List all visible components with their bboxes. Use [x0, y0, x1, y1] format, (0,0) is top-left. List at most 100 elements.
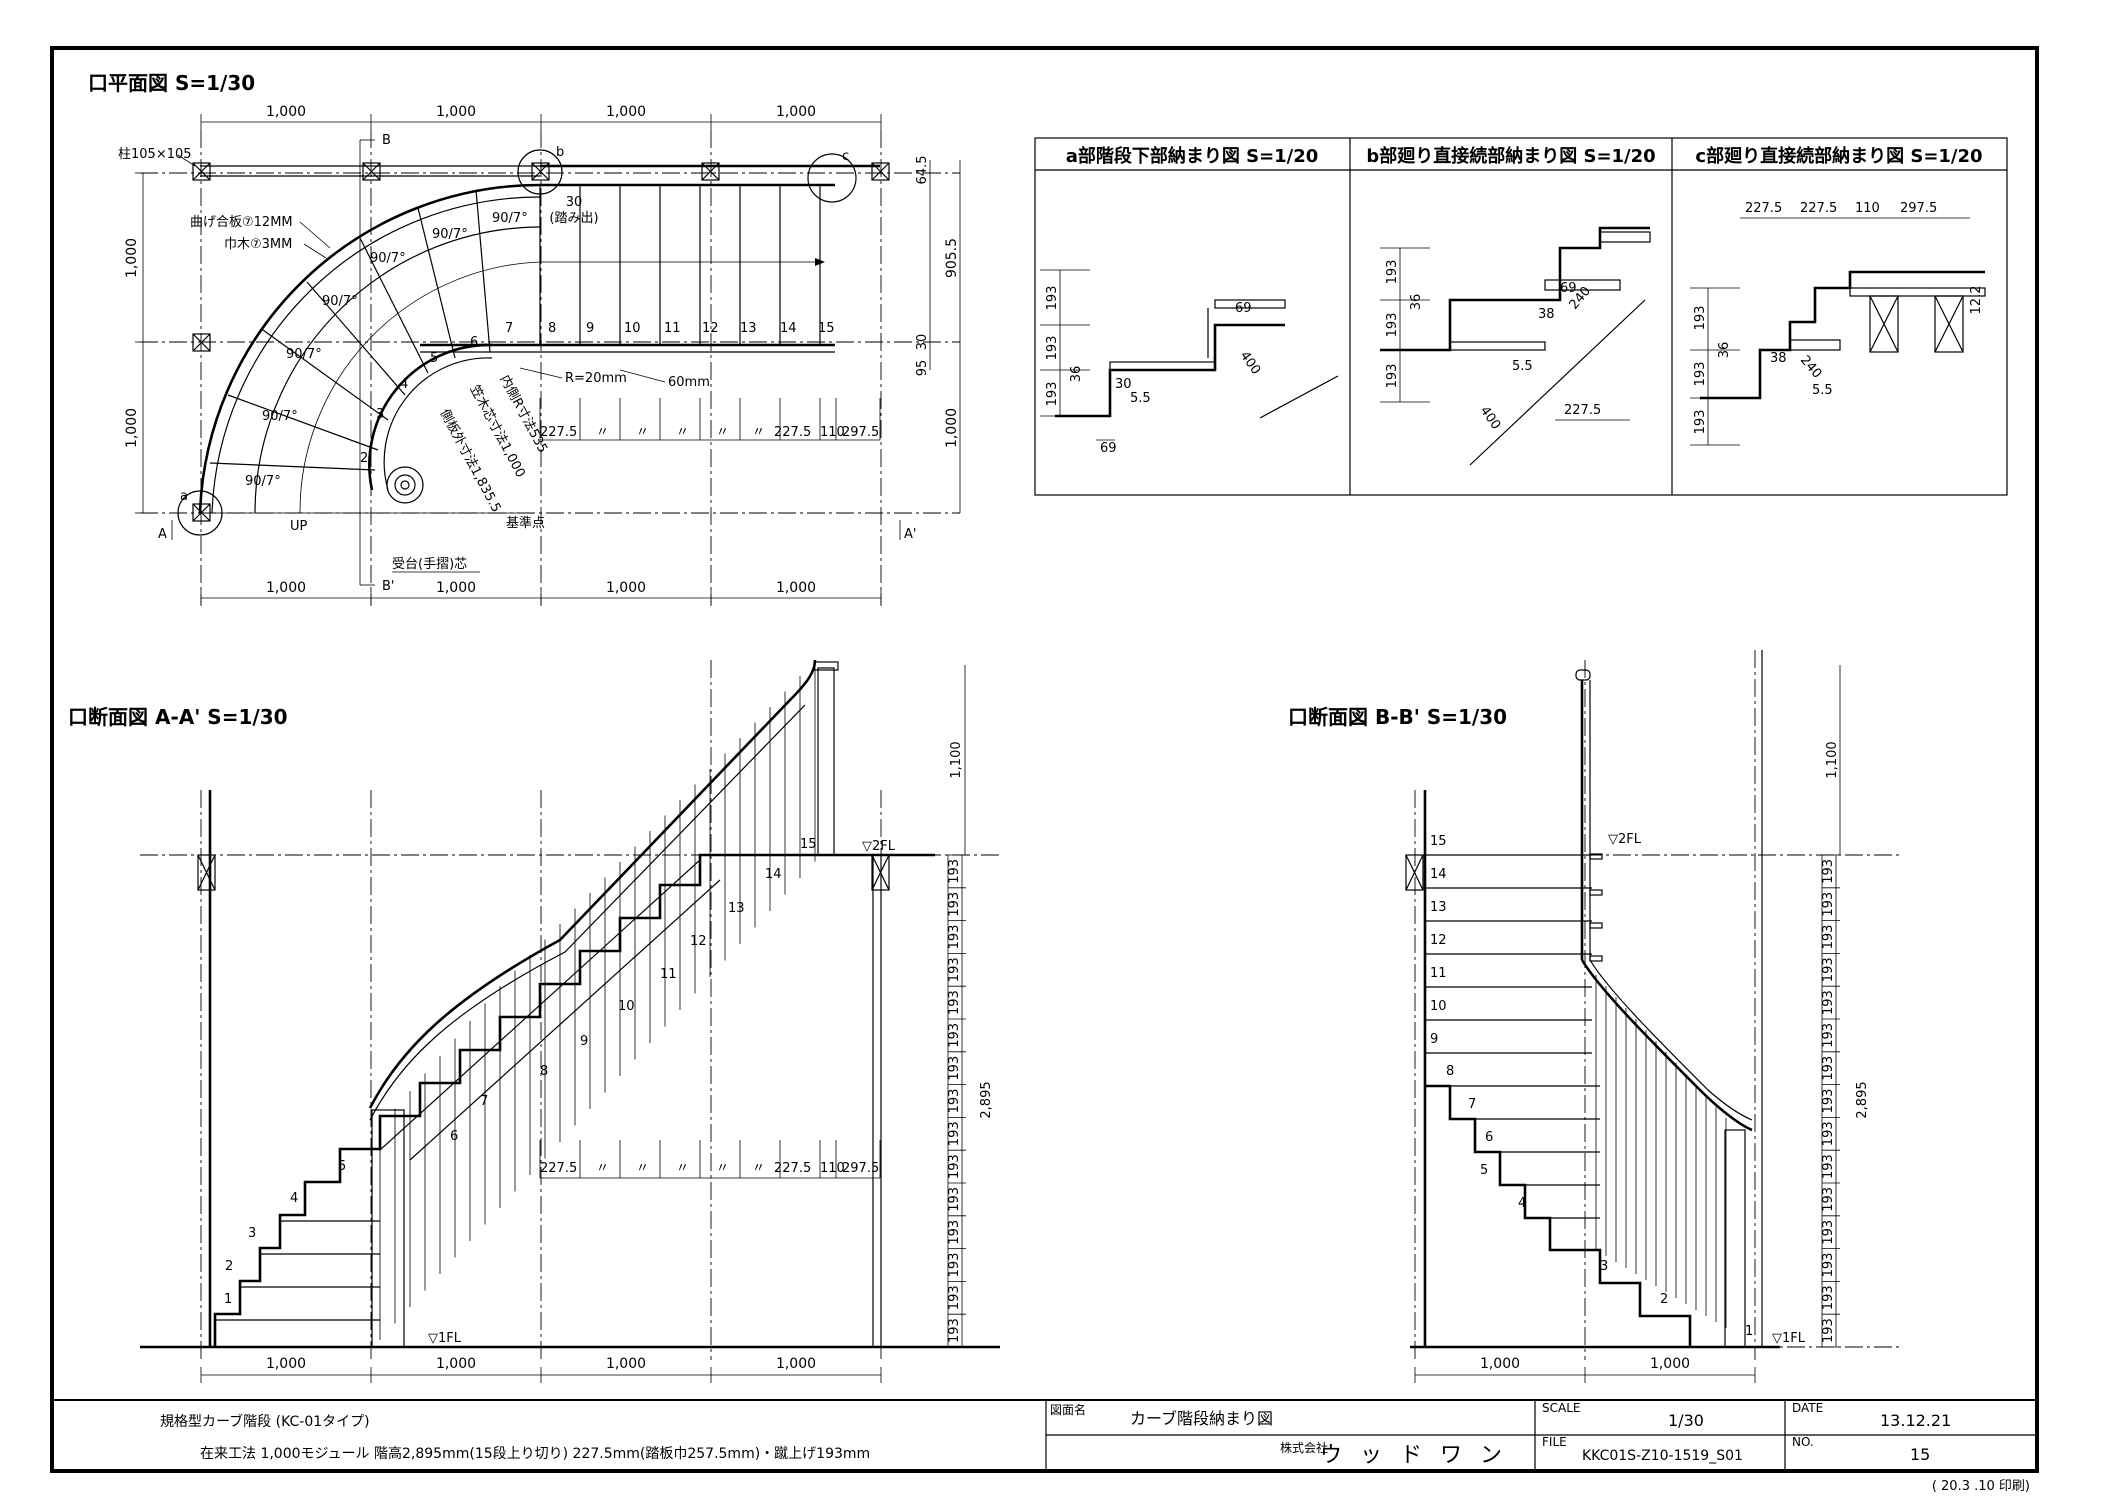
rise-label: 193: [1821, 990, 1836, 1015]
section-aa-step-number: 8: [540, 1064, 548, 1079]
plan-step-number: 2: [360, 451, 368, 466]
detail-a-drawing: 193 193 193 36 69 30 5.5 400 69: [1040, 269, 1339, 456]
date-label: DATE: [1792, 1401, 1823, 1415]
rise-label: 193: [947, 1253, 962, 1278]
up-label: UP: [290, 519, 308, 534]
section-bb-step-number: 4: [1518, 1196, 1526, 1211]
plan-detail-mark: a: [180, 489, 188, 504]
company-label: 株式会社: [1280, 1440, 1328, 1455]
rise-label: 193: [947, 1023, 962, 1048]
detail-b-dim: 227.5: [1564, 403, 1601, 418]
plan-dim-bottom: 1,000: [266, 580, 306, 596]
scale-value: 1/30: [1668, 1411, 1704, 1430]
section-bb-step-number: 12: [1430, 933, 1447, 948]
detail-a-dim: 69: [1100, 441, 1117, 456]
detail-c-dim-top: 227.5: [1745, 201, 1782, 216]
section-bb-step-number: 6: [1485, 1130, 1493, 1145]
plan-tread-dim: 110: [820, 425, 845, 440]
plan-step-number: 13: [740, 321, 757, 336]
rise-label: 193: [1821, 1023, 1836, 1048]
section-aa-balusters: [379, 660, 816, 1340]
detail-a-dim: 193: [1045, 336, 1060, 361]
rise-label: 193: [1821, 1318, 1836, 1343]
rise-label: 193: [1821, 1187, 1836, 1212]
section-aa-step-number: 11: [660, 967, 677, 982]
detail-a-dim: 69: [1235, 301, 1252, 316]
rise-label: 193: [947, 957, 962, 982]
plan-dim-right-small: 95: [915, 360, 930, 377]
plan-dim-right: 1,000: [944, 408, 960, 448]
rise-label: 193: [1821, 925, 1836, 950]
plan-tread-dim: 〃: [596, 425, 609, 440]
detail-a-dim: 193: [1045, 382, 1060, 407]
detail-b-dim: 69: [1560, 281, 1577, 296]
plan-detail-mark: b: [556, 145, 564, 160]
plan-angle-label: 90/7°: [322, 294, 358, 309]
plan-step-number: 10: [624, 321, 641, 336]
section-aa-step-number: 9: [580, 1034, 588, 1049]
rise-label: 193: [947, 1220, 962, 1245]
section-aa-dim-bottom: 1,000: [776, 1356, 816, 1372]
section-aa-rail-height: 1,100: [949, 741, 964, 778]
detail-b-title: b部廻り直接続部納まり図 S=1/20: [1366, 145, 1655, 167]
plan-detail-mark: c: [842, 149, 849, 164]
detail-c-drawing: 227.5 227.5 110 297.5 193 36 193 193 12.…: [1690, 201, 1986, 446]
section-bb-step-number: 14: [1430, 867, 1447, 882]
detail-b-dim: 193: [1385, 260, 1400, 285]
section-aa-tread-dim: 〃: [676, 1161, 689, 1176]
section-aa-total-height: 2,895: [979, 1081, 994, 1118]
section-aa-tread-dim: 〃: [596, 1161, 609, 1176]
rise-label: 193: [1821, 1285, 1836, 1310]
detail-b-dim: 193: [1385, 364, 1400, 389]
section-aa-tread-dim: 110: [820, 1161, 845, 1176]
plan-dim-right: 905.5: [944, 238, 960, 278]
plan-dim-left: 1,000: [124, 238, 140, 278]
plan-step-number: 3: [376, 407, 384, 422]
detail-c-dim: 193: [1693, 362, 1708, 387]
rise-label: 193: [947, 1318, 962, 1343]
section-aa-floor-label: ▽1FL: [428, 1331, 462, 1346]
section-bb-step-number: 3: [1600, 1259, 1608, 1274]
plan-angle-label: 90/7°: [286, 347, 322, 362]
section-aa-tread-dim: 297.5: [842, 1161, 879, 1176]
section-aa-tread-dim: 〃: [752, 1161, 765, 1176]
plan-step-number: 11: [664, 321, 681, 336]
plan-angle-label: 90/7°: [492, 211, 528, 226]
detail-b-dim: 38: [1538, 307, 1555, 322]
section-aa-step-number: 14: [765, 867, 782, 882]
section-aa-step-number: 2: [225, 1259, 233, 1274]
section-bb-title: 口断面図 B-B' S=1/30: [1288, 705, 1507, 729]
detail-b-dim: 193: [1385, 313, 1400, 338]
rise-label: 193: [947, 990, 962, 1015]
detail-c-dim: 36: [1717, 342, 1732, 359]
rise-label: 193: [1821, 1121, 1836, 1146]
section-aa-rise-ticks: 1931931931931931931931931931931931931931…: [947, 854, 966, 1348]
section-bb-step-number: 11: [1430, 966, 1447, 981]
section-mark-a-prime: A': [904, 527, 916, 542]
section-aa-step-number: 12: [690, 934, 707, 949]
rise-label: 193: [947, 1121, 962, 1146]
plan-dim-top: 1,000: [266, 104, 306, 120]
plan-angle-label: 90/7°: [262, 409, 298, 424]
detail-a-dim: 30: [1115, 377, 1132, 392]
company-name: ウッドワン: [1320, 1443, 1520, 1468]
section-aa-step-number: 15: [800, 837, 817, 852]
section-aa-view: 口断面図 A-A' S=1/30 ▽1FL ▽2FL: [68, 659, 1000, 1383]
rise-label: 193: [1821, 1220, 1836, 1245]
product-line-2: 在来工法 1,000モジュール 階高2,895mm(15段上り切り) 227.5…: [200, 1445, 870, 1462]
plan-stair-note-num: 30: [566, 195, 583, 210]
plan-step-number: 8: [548, 321, 556, 336]
plan-tread-dim: 〃: [752, 425, 765, 440]
plan-dim-bottom: 1,000: [436, 580, 476, 596]
rise-label: 193: [1821, 892, 1836, 917]
detail-c-dim-top: 227.5: [1800, 201, 1837, 216]
product-line-1: 規格型カーブ階段 (KC-01タイプ): [160, 1413, 370, 1430]
rise-label: 193: [1821, 1056, 1836, 1081]
detail-b-dim: 5.5: [1512, 359, 1533, 374]
detail-c-dim: 193: [1693, 306, 1708, 331]
section-bb-step-number: 1: [1745, 1324, 1753, 1339]
plan-dim-bottom: 1,000: [606, 580, 646, 596]
rise-label: 193: [947, 1187, 962, 1212]
rise-label: 193: [947, 1154, 962, 1179]
